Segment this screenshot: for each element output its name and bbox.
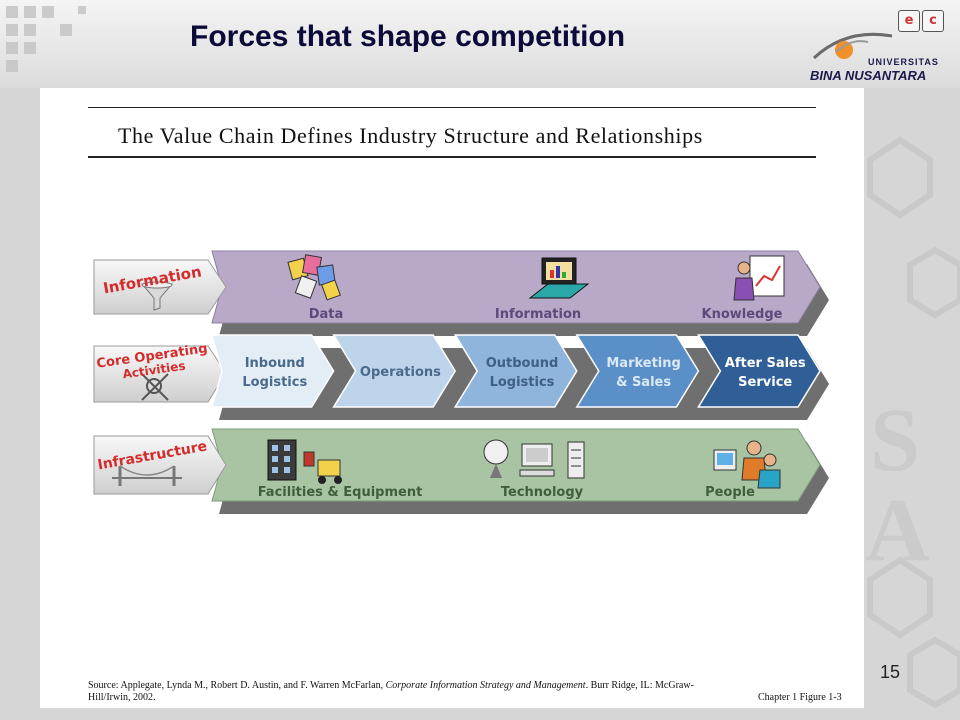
svg-text:S: S: [870, 391, 920, 490]
information-item-data: Data: [309, 307, 344, 322]
core-step-label: Service: [738, 375, 792, 390]
source-prefix: Source: Applegate, Lynda M., Robert D. A…: [88, 680, 384, 691]
core-step-chevron: [575, 334, 700, 408]
infrastructure-label-arrow: [93, 435, 227, 495]
gears-icon: [141, 373, 169, 401]
core-step-label: & Sales: [616, 375, 671, 390]
core-step-chevron: [211, 334, 335, 408]
figure-title: The Value Chain Defines Industry Structu…: [118, 123, 703, 148]
value-chain-diagram: Information Data Information: [93, 250, 829, 514]
core-step-label: Marketing: [606, 356, 680, 371]
svg-text:A: A: [865, 481, 930, 580]
information-item-information: Information: [495, 307, 581, 322]
logo-e-icon: e: [898, 10, 920, 32]
header-band: [0, 0, 960, 88]
figure-panel: The Value Chain Defines Industry Structu…: [40, 88, 864, 708]
data-papers-icon: [287, 254, 341, 301]
core-step-chevron: [697, 334, 821, 408]
source-citation: Source: Applegate, Lynda M., Robert D. A…: [88, 680, 718, 704]
logo-line2: BINA NUSANTARA: [810, 68, 927, 83]
logo-line1: UNIVERSITAS: [868, 57, 939, 67]
infrastructure-item-people: People: [705, 485, 755, 500]
title-rule-top: [88, 107, 816, 108]
core-step-label: After Sales: [725, 356, 806, 371]
building-forklift-icon: [267, 439, 342, 484]
core-step-chevron: [453, 334, 578, 408]
workers-computer-icon: [713, 440, 781, 489]
infrastructure-item-facilities: Facilities & Equipment: [258, 485, 423, 500]
laptop-chart-icon: [528, 257, 590, 299]
bridge-icon: [112, 465, 182, 486]
page-number: 15: [880, 662, 901, 682]
row-core-operating: Core Operating Activities InboundLogisti…: [93, 334, 829, 420]
core-step-chevron: [332, 334, 457, 408]
funnel-icon: [140, 281, 174, 311]
source-book: Corporate Information Strategy and Manag…: [385, 680, 586, 691]
presenter-easel-icon: [733, 255, 785, 301]
logo-swoosh-icon: [812, 32, 893, 60]
core-step-label: Operations: [360, 365, 441, 380]
logo-c-icon: c: [922, 10, 944, 32]
core-step-label: Logistics: [242, 375, 307, 390]
row-information: Information Data Information: [93, 250, 829, 336]
core-step-label: Logistics: [490, 375, 555, 390]
core-step-label: Outbound: [486, 356, 559, 371]
title-rule-bottom: [88, 156, 816, 158]
infrastructure-item-technology: Technology: [501, 485, 584, 500]
figure-reference: Chapter 1 Figure 1-3: [758, 692, 842, 703]
slide-title: Forces that shape competition: [190, 20, 626, 53]
core-step-label: Inbound: [245, 356, 305, 371]
source-suffix: . Burr Ridge, IL: McGraw-Hill/Irwin, 200…: [88, 680, 694, 703]
row-infrastructure: Infrastructure: [93, 428, 829, 514]
satellite-computer-icon: [483, 439, 585, 479]
information-item-knowledge: Knowledge: [702, 307, 783, 322]
